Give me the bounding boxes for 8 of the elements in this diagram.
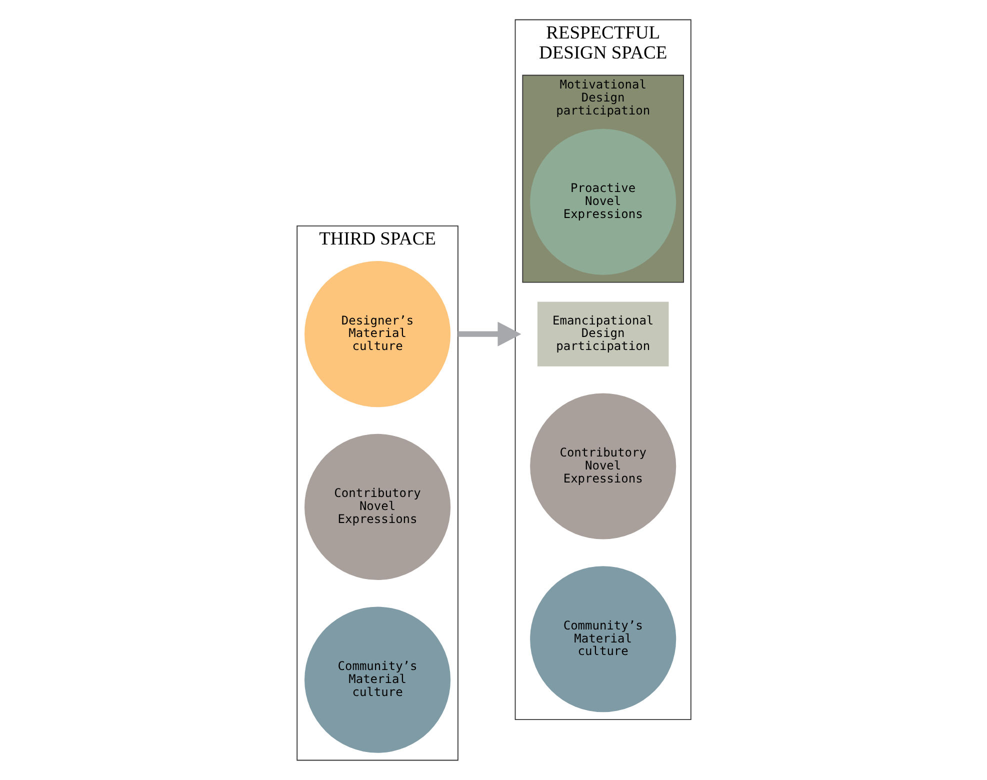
node-circle: Community’s Material culture — [304, 606, 450, 753]
node-box: Emancipational Design participation — [536, 302, 668, 366]
node-circle: Designer’s Material culture — [304, 261, 450, 408]
arrow — [457, 322, 521, 346]
node-circle: Community’s Material culture — [530, 566, 676, 712]
node-circle: Contributory Novel Expressions — [530, 393, 676, 540]
node-circle: Proactive Novel Expressions — [530, 128, 676, 275]
node-circle: Contributory Novel Expressions — [304, 434, 450, 580]
